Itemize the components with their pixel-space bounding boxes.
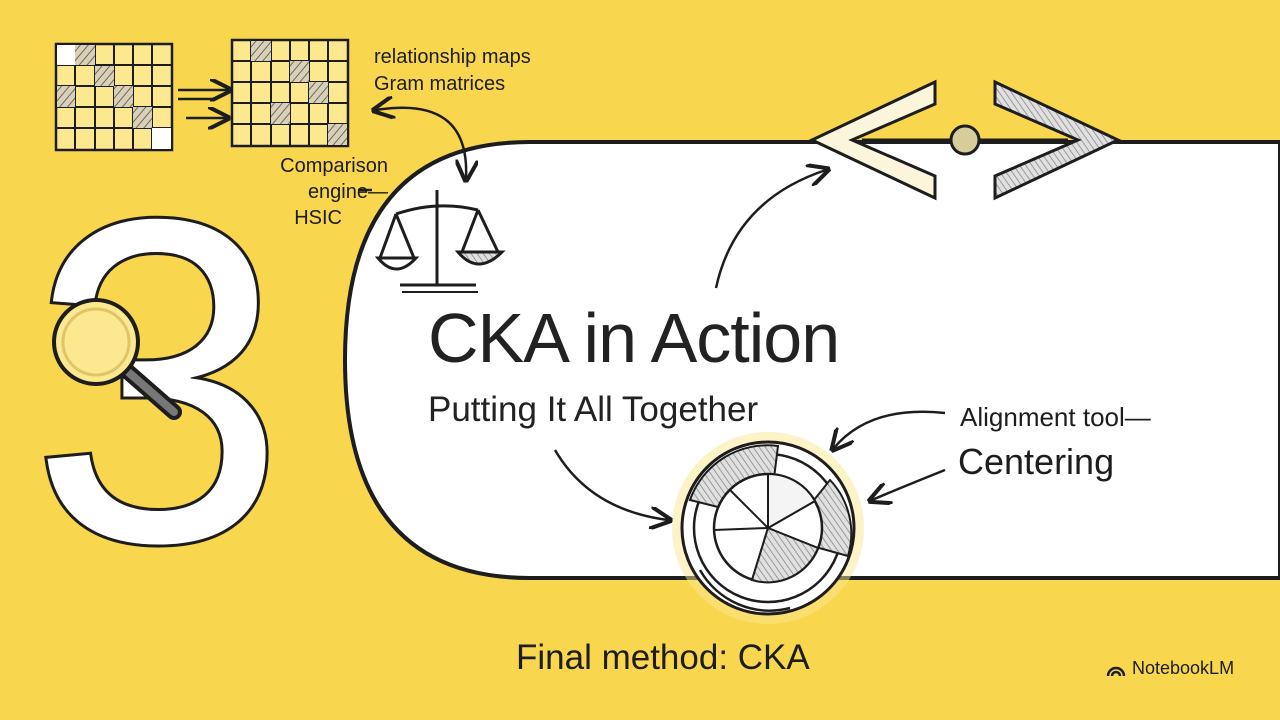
annotation-alignment-tool: Alignment tool—: [960, 402, 1151, 432]
annotation-maps-line2: Gram matrices: [374, 73, 506, 95]
magnifier-icon: [52, 298, 182, 420]
annotation-centering: Centering: [958, 441, 1115, 482]
slide-title: CKA in Action: [428, 299, 840, 377]
angle-brackets-icon: [808, 79, 1122, 201]
final-method-caption: Final method: CKA: [516, 638, 810, 677]
brand-name: NotebookLM: [1132, 658, 1235, 678]
annotation-engine-line2: engine—: [307, 181, 388, 203]
annotation-gram-matrices: relationship maps Gram matrices: [374, 44, 531, 98]
gram-matrix-grid-icon: [54, 38, 350, 152]
annotation-engine-line1: Comparison: [280, 155, 388, 177]
arrow-align-to-chart: [834, 410, 946, 448]
annotation-engine-line3: HSIC: [294, 207, 342, 229]
slide-subtitle: Putting It All Together: [428, 390, 759, 429]
brand-watermark: NotebookLM: [1106, 658, 1234, 679]
balance-scale-icon: [374, 190, 506, 293]
annotation-hsic: Comparison engine— HSIC: [264, 153, 388, 231]
notebooklm-logo-icon: [1106, 666, 1126, 676]
annotation-maps-line1: relationship maps: [374, 46, 531, 68]
arrow-centering-to-chart: [872, 468, 946, 500]
circular-chart-icon: [672, 432, 864, 624]
arrow-to-brackets: [714, 170, 826, 289]
arrow-maps-to-scale: [376, 108, 466, 178]
big-number-three: 3: [30, 125, 286, 638]
arrow-subtitle-to-chart: [553, 449, 668, 520]
